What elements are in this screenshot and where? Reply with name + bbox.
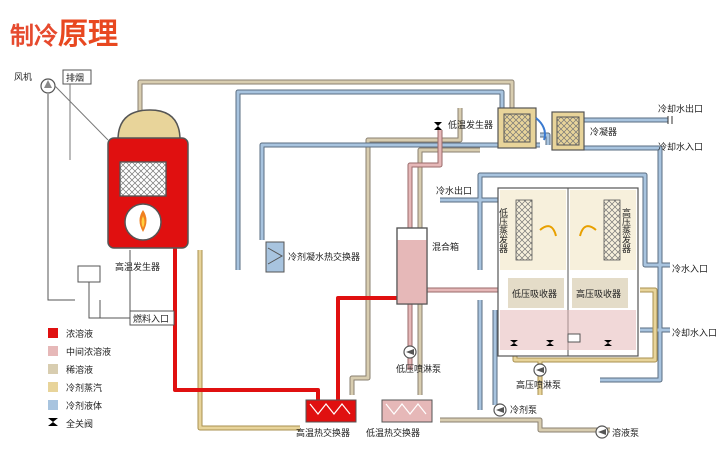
control-box [567,333,581,343]
label-solution-pump: 溶液泵 [612,427,639,439]
label-lt-hx: 低温热交换器 [366,427,420,439]
label-hp-evaporator: 高压蒸发器 [620,207,631,253]
label-lp-absorber: 低压吸收器 [512,288,557,300]
label-mixing-tank: 混合箱 [432,241,459,253]
legend-label: 冷剂液体 [66,400,102,412]
valve-icon [604,340,612,346]
legend-item: 冷剂液体 [48,400,102,412]
legend-item: 稀溶液 [48,364,93,376]
hp-spray-pump: 高压喷淋泵 [516,363,561,391]
legend-swatch [48,382,58,392]
exhaust: 排烟 [62,69,92,160]
concentrated-solution-pipes [173,230,400,405]
label-cold-water-in: 冷水入口 [672,263,708,275]
legend-item: 浓溶液 [48,328,93,340]
ht-generator: 高温发生器 [107,109,189,273]
fuel-inlet-box [129,310,175,326]
legend-item: 中间浓溶液 [48,346,111,358]
legend-label: 全关阀 [66,418,93,430]
evaporator-absorber-shell: 低压蒸发器 高压蒸发器 低压吸收器 高压吸收器 [497,187,639,357]
label-lt-generator: 低温发生器 [448,119,493,131]
valve-icon [510,340,518,346]
label-cooling-water-in-top: 冷却水入口 [658,141,703,153]
ht-hx: 高温热交换器 [296,399,357,439]
label-ht-hx: 高温热交换器 [296,427,350,439]
label-cooling-water-in-right: 冷却水入口 [672,327,717,339]
label-hp-spray-pump: 高压喷淋泵 [516,379,561,391]
label-exhaust: 排烟 [66,72,84,84]
legend-item: 全关阀 [48,418,93,430]
legend-label: 稀溶液 [66,364,93,376]
page-title: 制冷原理 [10,17,118,52]
label-lp-evaporator: 低压蒸发器 [497,207,508,253]
legend-swatch [48,364,58,374]
label-cooling-water-out-top: 冷却水出口 [658,103,703,115]
label-condenser: 冷凝器 [590,126,617,138]
valve-icon [546,340,554,346]
mixing-tank: 混合箱 [396,227,459,305]
label-ht-generator: 高温发生器 [115,261,160,273]
valve-icon [48,418,58,426]
valve-icon [434,122,442,130]
solution-pump: 溶液泵 [595,425,639,439]
label-cold-water-out: 冷水出口 [436,185,472,197]
refrig-pump: 冷剂泵 [493,403,537,417]
lp-spray-pump: 低压喷淋泵 [396,345,441,375]
legend-swatch [48,400,58,410]
label-lp-spray-pump: 低压喷淋泵 [396,363,441,375]
legend-label: 冷剂蒸汽 [66,382,102,394]
legend-label: 中间浓溶液 [66,346,111,358]
fuel-line [47,94,131,319]
fan: 风机 [14,71,109,141]
refrig-drain-hx: 冷剂凝水热交换器 [265,241,360,273]
label-fuel-inlet: 燃料入口 [133,313,169,325]
legend-swatch [48,346,58,356]
label-fan: 风机 [14,71,32,83]
condenser: 冷凝器 [551,111,617,151]
label-refrig-pump: 冷剂泵 [510,404,537,416]
legend-label: 浓溶液 [66,328,93,340]
flow-arrow [535,117,546,141]
label-refrig-drain-hx: 冷剂凝水热交换器 [288,251,360,263]
legend-swatch [48,328,58,338]
lt-generator: 低温发生器 [448,107,537,149]
legend-item: 冷剂蒸汽 [48,382,102,394]
lt-hx: 低温热交换器 [366,399,433,439]
label-hp-absorber: 高压吸收器 [576,288,621,300]
